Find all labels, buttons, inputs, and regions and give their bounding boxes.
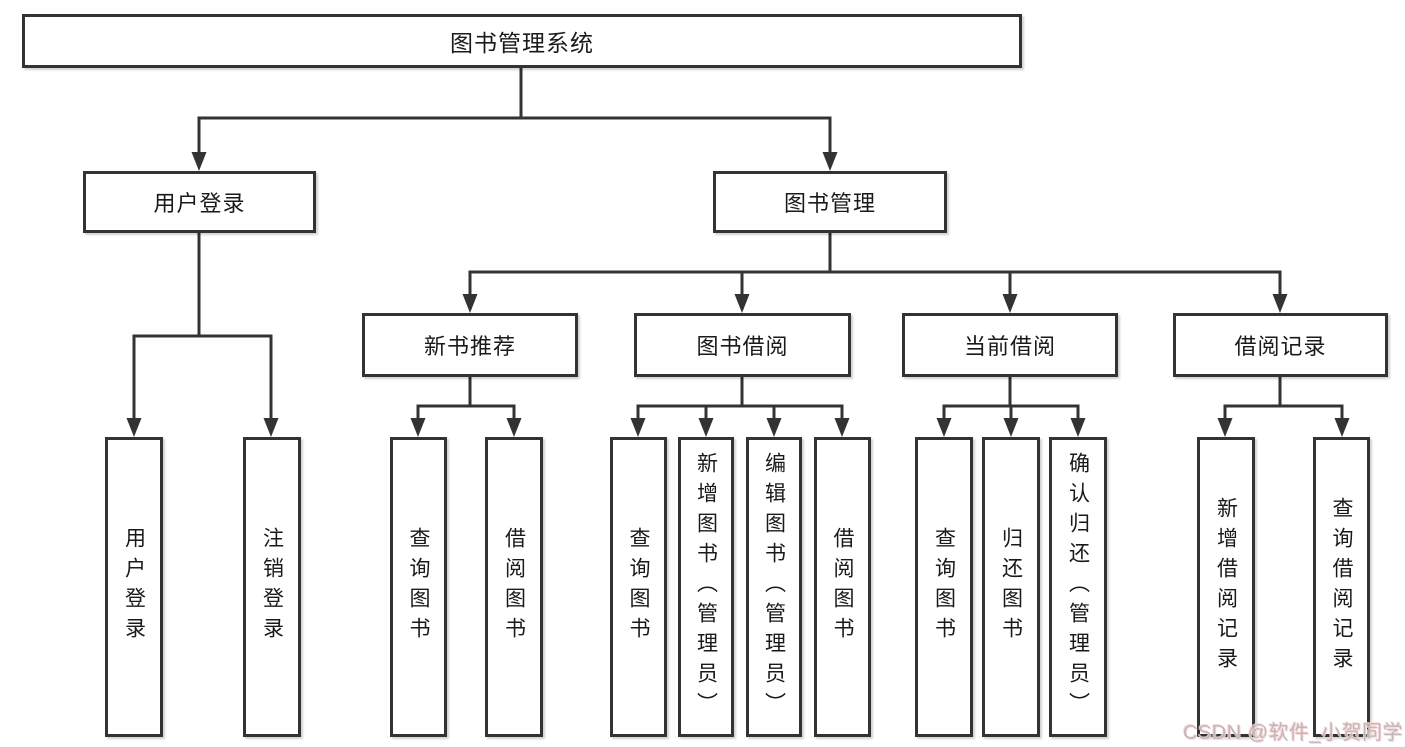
leaf-borrow-book-2-label: 借阅图书 [831, 527, 854, 647]
leaf-user-login-label: 用户登录 [122, 527, 146, 647]
leaf-add-book-admin: 新增图书（管理员） [678, 437, 734, 737]
leaf-query-book-2-label: 查询图书 [627, 527, 650, 647]
arrowhead [191, 152, 207, 171]
leaf-return-book-label: 归还图书 [999, 527, 1023, 647]
leaf-logout: 注销登录 [243, 437, 301, 737]
arrowhead [936, 418, 952, 437]
leaf-add-borrow-record-label: 新增借阅记录 [1214, 497, 1238, 677]
leaf-query-book-3: 查询图书 [915, 437, 973, 737]
leaf-query-borrow-record: 查询借阅记录 [1313, 437, 1370, 737]
connector-book-mgmt [468, 232, 1282, 296]
node-book-borrow-label: 图书借阅 [696, 334, 789, 359]
leaf-query-borrow-record-label: 查询借阅记录 [1330, 497, 1353, 677]
arrowhead [506, 418, 522, 437]
connector-current-borrow [942, 377, 1080, 420]
arrowhead [1002, 294, 1018, 313]
node-book-mgmt-label: 图书管理 [783, 191, 876, 216]
arrowhead [1070, 418, 1086, 437]
node-root-label: 图书管理系统 [450, 30, 594, 56]
leaf-query-book-1: 查询图书 [390, 437, 447, 737]
leaf-query-book-1-label: 查询图书 [407, 527, 430, 647]
connector-new-book [416, 377, 516, 420]
node-root: 图书管理系统 [22, 14, 1022, 68]
leaf-add-book-admin-label: 新增图书（管理员） [694, 452, 718, 722]
leaf-confirm-return-admin-label: 确认归还（管理员） [1066, 452, 1090, 722]
csdn-watermark: CSDN @软件_小贺同学 [1183, 722, 1404, 744]
leaf-borrow-book-2: 借阅图书 [814, 437, 871, 737]
arrowhead [410, 418, 426, 437]
node-new-book-rec: 新书推荐 [362, 313, 578, 377]
arrowhead [822, 152, 838, 171]
connector-root [197, 67, 832, 154]
node-user-login-label: 用户登录 [153, 191, 246, 216]
arrowhead [630, 418, 646, 437]
leaf-return-book: 归还图书 [982, 437, 1040, 737]
leaf-add-borrow-record: 新增借阅记录 [1197, 437, 1255, 737]
node-current-borrow-label: 当前借阅 [963, 334, 1056, 359]
node-new-book-rec-label: 新书推荐 [423, 334, 516, 359]
node-book-mgmt: 图书管理 [713, 171, 947, 233]
connector-book-borrow [636, 377, 844, 420]
leaf-borrow-book-1: 借阅图书 [485, 437, 543, 737]
arrowhead [126, 418, 142, 437]
leaf-logout-label: 注销登录 [260, 527, 284, 647]
leaf-confirm-return-admin: 确认归还（管理员） [1049, 437, 1107, 737]
node-borrow-record: 借阅记录 [1173, 313, 1388, 377]
leaf-query-book-3-label: 查询图书 [932, 527, 956, 647]
arrowhead [734, 294, 750, 313]
connector-borrow-record [1223, 377, 1344, 420]
leaf-borrow-book-1-label: 借阅图书 [502, 527, 526, 647]
leaf-query-book-2: 查询图书 [610, 437, 667, 737]
arrowhead [1272, 294, 1288, 313]
arrowhead [462, 294, 478, 313]
arrowhead [1217, 418, 1233, 437]
arrowhead [766, 418, 782, 437]
leaf-edit-book-admin-label: 编辑图书（管理员） [762, 452, 786, 722]
node-user-login: 用户登录 [83, 171, 316, 233]
arrowhead [1334, 418, 1350, 437]
leaf-user-login: 用户登录 [105, 437, 163, 737]
node-borrow-record-label: 借阅记录 [1234, 334, 1327, 359]
arrowhead [698, 418, 714, 437]
arrowheads [126, 152, 1350, 437]
arrowhead [1003, 418, 1019, 437]
leaf-edit-book-admin: 编辑图书（管理员） [746, 437, 802, 737]
arrowhead [263, 418, 279, 437]
connector-user-login [132, 232, 273, 420]
arrowhead [834, 418, 850, 437]
node-book-borrow: 图书借阅 [634, 313, 851, 377]
node-current-borrow: 当前借阅 [902, 313, 1118, 377]
